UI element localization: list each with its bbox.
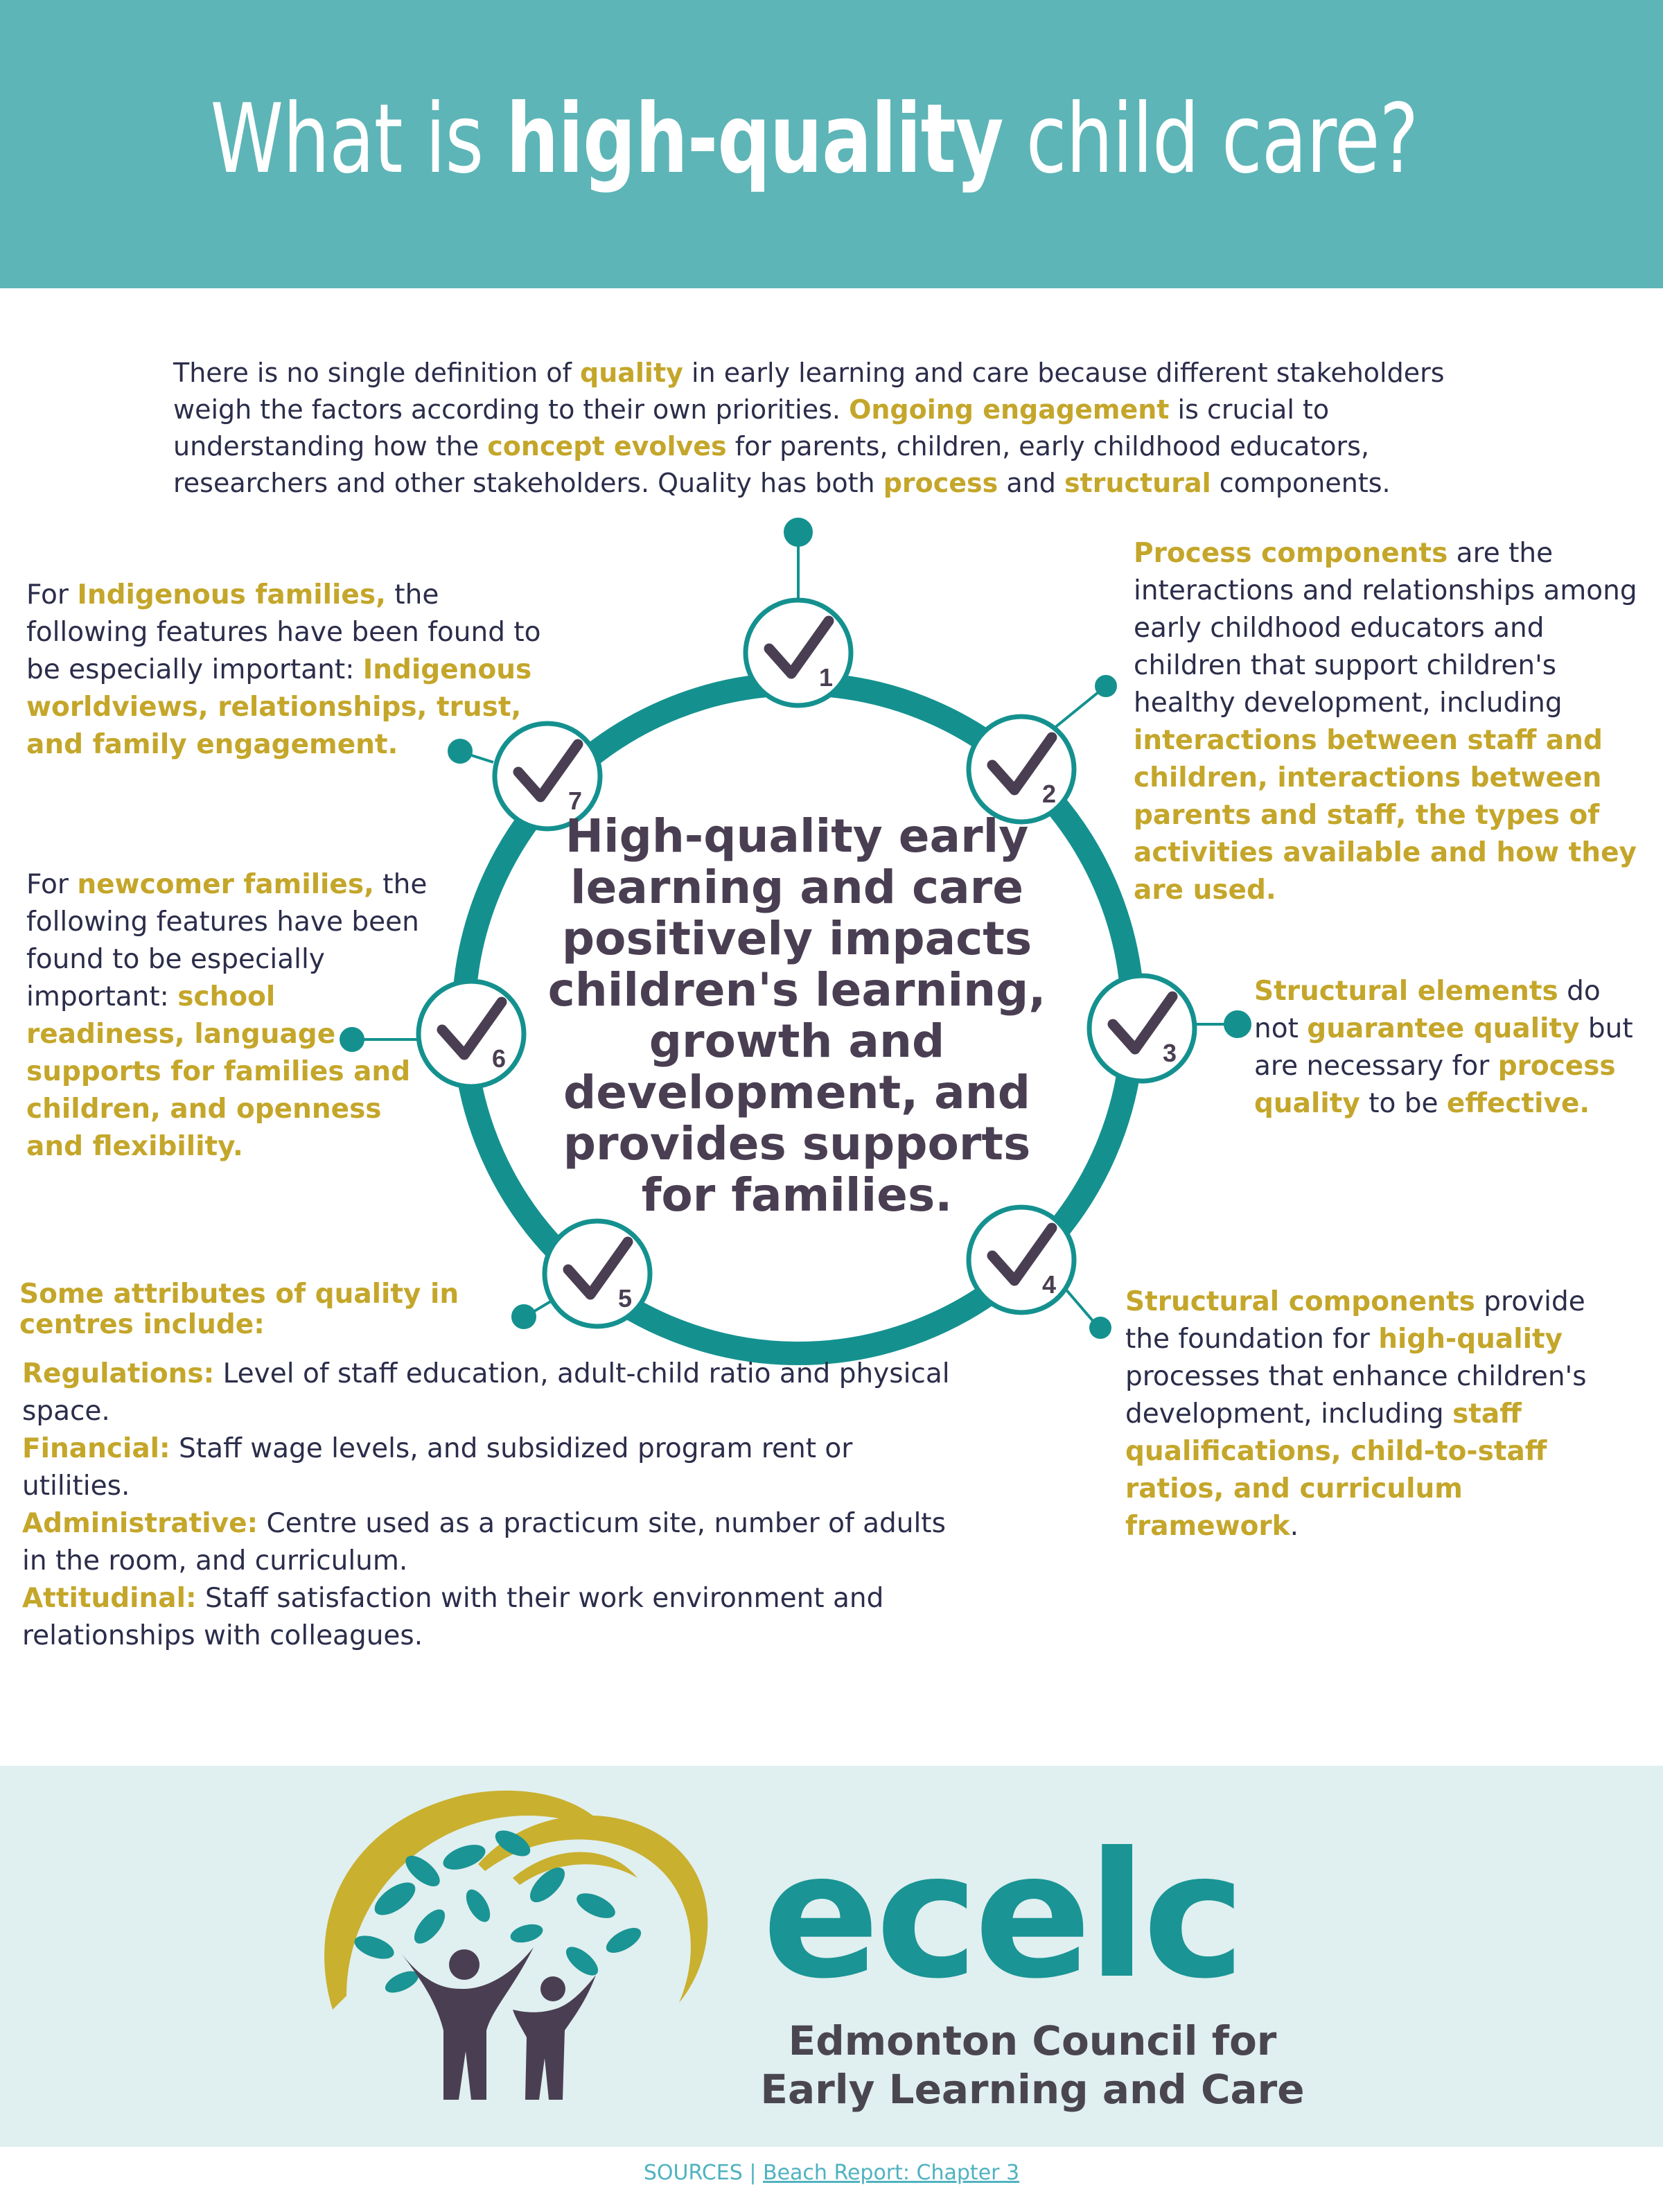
connector-dot (1089, 1317, 1111, 1339)
connector-dot (1095, 675, 1117, 697)
attributes-heading: Some attributes of quality in centres in… (19, 1279, 459, 1340)
title-part: What is (210, 83, 507, 195)
structural-components-note: Structural components provide the founda… (1125, 1286, 1587, 1542)
node-number: 5 (618, 1284, 632, 1313)
title-part: child care? (1003, 83, 1419, 195)
org-name-line: Early Learning and Care (760, 2066, 1305, 2113)
sources-link[interactable]: Beach Report: Chapter 3 (762, 2161, 1020, 2185)
wheel-node-3: 3 (1086, 973, 1197, 1084)
connector-dot (1224, 1010, 1251, 1038)
connector-dot (448, 739, 473, 764)
wheel-node-2: 2 (966, 714, 1077, 825)
brand-wordmark: ecelc (762, 1815, 1245, 2017)
node-number: 3 (1163, 1039, 1177, 1067)
list-item: Administrative: Centre used as a practic… (22, 1508, 946, 1577)
intro-paragraph: There is no single definition of quality… (173, 358, 1445, 498)
footer-banner (0, 1766, 1663, 2147)
connector-dot (784, 518, 813, 547)
node-number: 4 (1042, 1270, 1056, 1299)
indigenous-families-note: For Indigenous families, the following f… (26, 579, 541, 760)
wheel-node-7: 7 (492, 721, 603, 832)
title-emphasis: high-quality (506, 83, 1003, 195)
wheel-center-statement: High-quality early learning and care pos… (547, 809, 1046, 1222)
process-components-note: Process components are the interactions … (1134, 538, 1637, 906)
connector-dot (340, 1027, 364, 1052)
structural-elements-note: Structural elements do not guarantee qua… (1254, 976, 1633, 1119)
organization-name: Edmonton Council for Early Learning and … (755, 2017, 1310, 2114)
sources-line: SOURCES | Beach Report: Chapter 3 (0, 2161, 1663, 2185)
quality-wheel-diagram: 1 2 3 4 5 6 7 (340, 518, 1251, 1365)
page-title: What is high-quality child care? (114, 83, 1515, 195)
sources-label: SOURCES | (643, 2161, 763, 2185)
newcomer-families-note: For newcomer families, the following fea… (26, 869, 428, 1162)
header-banner: What is high-quality child care? (0, 0, 1663, 288)
node-number: 6 (492, 1044, 506, 1073)
node-number: 2 (1042, 780, 1056, 808)
connector-dot (511, 1304, 536, 1329)
list-item: Financial: Staff wage levels, and subsid… (22, 1433, 853, 1502)
wheel-node-1: 1 (743, 597, 854, 708)
wheel-node-4: 4 (966, 1204, 1077, 1315)
org-name-line: Edmonton Council for (788, 2017, 1277, 2064)
node-number: 7 (568, 787, 582, 815)
list-item: Regulations: Level of staff education, a… (22, 1358, 950, 1427)
node-number: 1 (819, 663, 833, 692)
wheel-node-6: 6 (416, 978, 527, 1089)
ecelc-tree-logo-icon (324, 1790, 708, 2100)
attributes-list: Regulations: Level of staff education, a… (22, 1355, 951, 1655)
list-item: Attitudinal: Staff satisfaction with the… (22, 1583, 884, 1651)
wheel-node-5: 5 (542, 1218, 653, 1329)
